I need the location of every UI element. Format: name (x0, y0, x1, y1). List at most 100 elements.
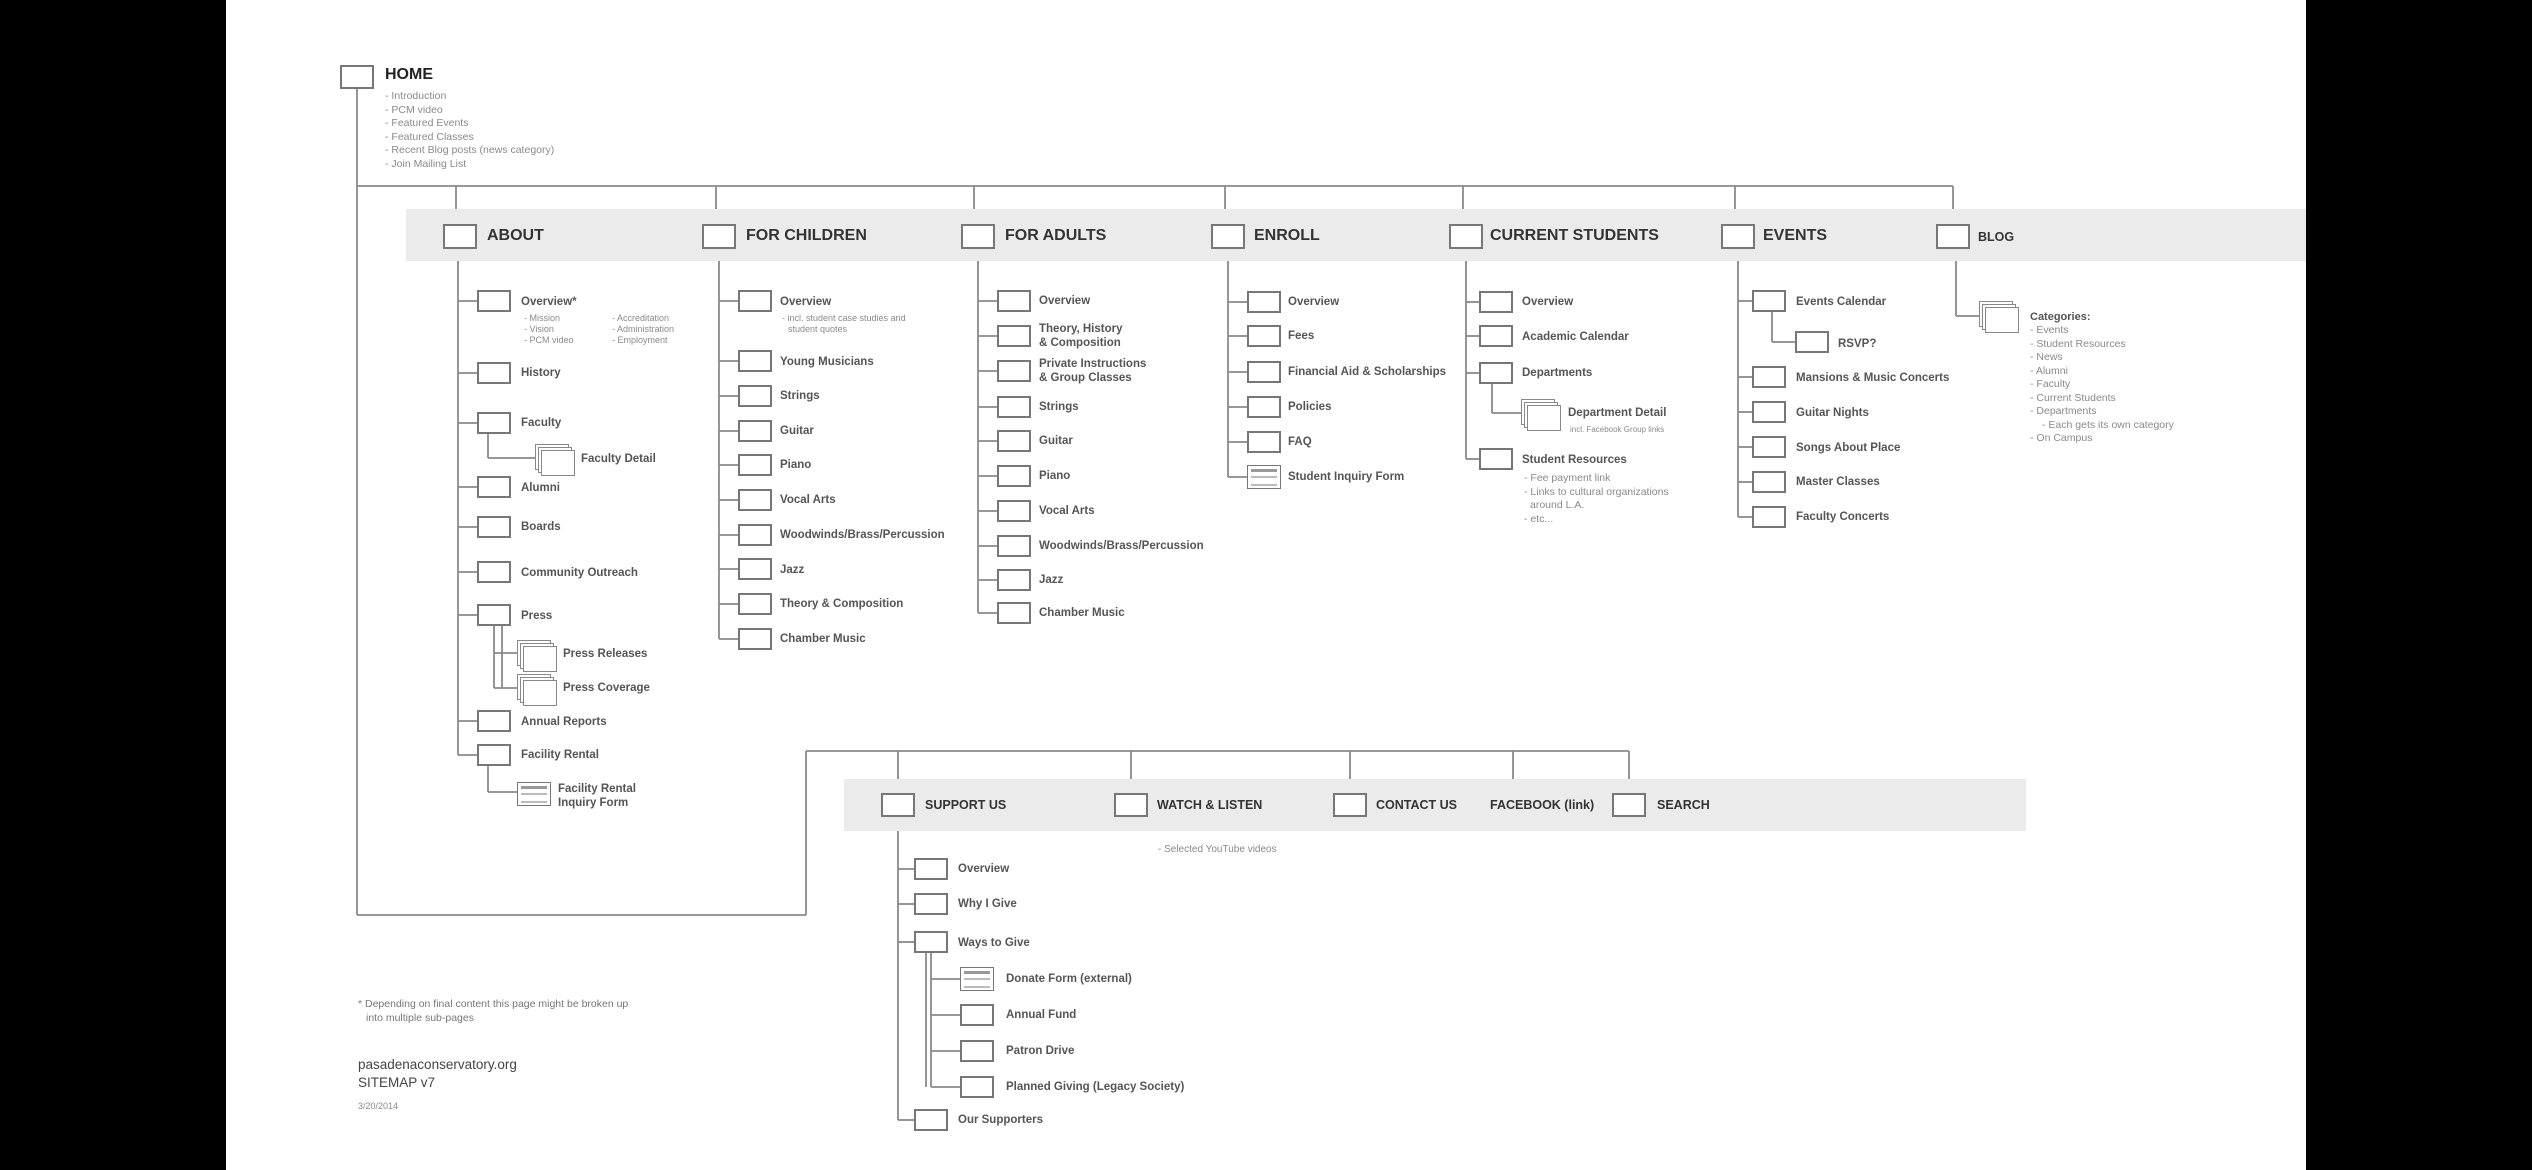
resource-note: around L.A. (1530, 499, 1585, 511)
children-jazz-box[interactable] (738, 558, 772, 580)
events-rsvp-box[interactable] (1795, 331, 1829, 353)
enroll-faq-box[interactable] (1247, 431, 1281, 453)
adults-private-instructions-box[interactable] (997, 360, 1031, 382)
home-page-box[interactable] (340, 65, 374, 89)
events-mansions-box[interactable] (1752, 366, 1786, 388)
for-adults-page-box[interactable] (961, 224, 995, 249)
about-press-box[interactable] (477, 604, 511, 626)
facebook-link-label[interactable]: FACEBOOK (link) (1490, 798, 1595, 812)
about-facility-rental-box[interactable] (477, 744, 511, 766)
events-guitar-nights-box[interactable] (1752, 401, 1786, 423)
contact-us-label: CONTACT US (1376, 798, 1458, 812)
about-annual-reports-box[interactable] (477, 710, 511, 732)
children-overview-box[interactable] (738, 290, 772, 312)
children-strings-box[interactable] (738, 385, 772, 407)
annual-fund-box[interactable] (960, 1004, 994, 1026)
about-community-outreach-box[interactable] (477, 561, 511, 583)
children-chamber-music-box[interactable] (738, 628, 772, 650)
about-facility-rental-label: Facility Rental (521, 749, 599, 761)
enroll-financial-aid-box[interactable] (1247, 361, 1281, 383)
adults-guitar-box[interactable] (997, 430, 1031, 452)
for-children-page-box[interactable] (702, 224, 736, 249)
overview-note: - Mission (524, 313, 561, 323)
press-coverage-stack[interactable] (517, 674, 557, 706)
adults-piano-box[interactable] (997, 465, 1031, 487)
events-faculty-concerts-label: Faculty Concerts (1796, 511, 1890, 523)
department-detail-stack[interactable] (1521, 399, 1561, 431)
about-faculty-box[interactable] (477, 412, 511, 434)
students-overview-box[interactable] (1479, 291, 1513, 313)
watch-listen-note: - Selected YouTube videos (1158, 844, 1277, 855)
donate-form-icon[interactable] (960, 967, 994, 991)
enroll-overview-box[interactable] (1247, 291, 1281, 313)
for-children-label: FOR CHILDREN (746, 227, 867, 244)
about-history-box[interactable] (477, 362, 511, 384)
enroll-policies-box[interactable] (1247, 396, 1281, 418)
students-academic-calendar-box[interactable] (1479, 325, 1513, 347)
patron-drive-box[interactable] (960, 1040, 994, 1062)
students-resources-label: Student Resources (1522, 454, 1627, 466)
facility-rental-form-icon[interactable] (517, 782, 551, 806)
adults-jazz-box[interactable] (997, 569, 1031, 591)
support-why-i-give-box[interactable] (914, 893, 948, 915)
children-vocal-arts-box[interactable] (738, 489, 772, 511)
students-resources-box[interactable] (1479, 448, 1513, 470)
enroll-fees-box[interactable] (1247, 325, 1281, 347)
about-alumni-box[interactable] (477, 476, 511, 498)
about-overview-box[interactable] (477, 290, 511, 312)
enroll-financial-aid-label: Financial Aid & Scholarships (1288, 366, 1447, 378)
children-piano-label: Piano (780, 459, 812, 471)
blog-page-box[interactable] (1936, 224, 1970, 249)
about-page-box[interactable] (443, 224, 477, 249)
category-item: - Faculty (2030, 378, 2071, 390)
overview-note: - Accreditation (612, 313, 670, 323)
children-piano-box[interactable] (738, 454, 772, 476)
watch-listen-page-box[interactable] (1114, 793, 1148, 817)
about-overview-notes: - Mission - Vision - PCM video (524, 313, 574, 346)
children-guitar-box[interactable] (738, 420, 772, 442)
children-chamber-music-label: Chamber Music (780, 633, 866, 645)
press-coverage-label: Press Coverage (563, 682, 650, 694)
support-ways-to-give-box[interactable] (914, 931, 948, 953)
adults-chamber-music-label: Chamber Music (1039, 607, 1125, 619)
enroll-label: ENROLL (1254, 227, 1320, 244)
events-page-box[interactable] (1721, 224, 1755, 249)
adults-strings-box[interactable] (997, 396, 1031, 418)
events-calendar-box[interactable] (1752, 290, 1786, 312)
blog-categories-stack[interactable] (1979, 301, 2019, 333)
support-us-page-box[interactable] (881, 793, 915, 817)
children-vocal-arts-label: Vocal Arts (780, 494, 836, 506)
adults-overview-box[interactable] (997, 290, 1031, 312)
events-songs-about-place-box[interactable] (1752, 436, 1786, 458)
contact-us-page-box[interactable] (1333, 793, 1367, 817)
adults-theory-history-box[interactable] (997, 325, 1031, 347)
press-releases-stack[interactable] (517, 640, 557, 672)
events-mansions-label: Mansions & Music Concerts (1796, 372, 1950, 384)
children-strings-label: Strings (780, 390, 820, 402)
students-departments-box[interactable] (1479, 362, 1513, 384)
faculty-detail-stack[interactable] (535, 444, 575, 476)
support-our-supporters-box[interactable] (914, 1109, 948, 1131)
planned-giving-box[interactable] (960, 1076, 994, 1098)
about-boards-box[interactable] (477, 516, 511, 538)
search-page-box[interactable] (1612, 793, 1646, 817)
enroll-page-box[interactable] (1211, 224, 1245, 249)
support-overview-box[interactable] (914, 858, 948, 880)
blog-categories: Categories: - Events - Student Resources… (2030, 311, 2174, 446)
student-inquiry-form-icon[interactable] (1247, 465, 1281, 489)
children-woodwinds-box[interactable] (738, 524, 772, 546)
events-master-classes-box[interactable] (1752, 471, 1786, 493)
children-theory-box[interactable] (738, 593, 772, 615)
adults-chamber-music-box[interactable] (997, 602, 1031, 624)
events-guitar-nights-label: Guitar Nights (1796, 407, 1869, 419)
overview-note: - PCM video (524, 335, 574, 345)
events-faculty-concerts-box[interactable] (1752, 506, 1786, 528)
events-master-classes-label: Master Classes (1796, 476, 1880, 488)
children-young-musicians-box[interactable] (738, 350, 772, 372)
adults-woodwinds-box[interactable] (997, 535, 1031, 557)
adults-vocal-arts-box[interactable] (997, 500, 1031, 522)
adults-woodwinds-label: Woodwinds/Brass/Percussion (1039, 540, 1204, 552)
enroll-policies-label: Policies (1288, 401, 1332, 413)
home-note: - PCM video (385, 103, 443, 116)
current-students-page-box[interactable] (1449, 224, 1483, 249)
